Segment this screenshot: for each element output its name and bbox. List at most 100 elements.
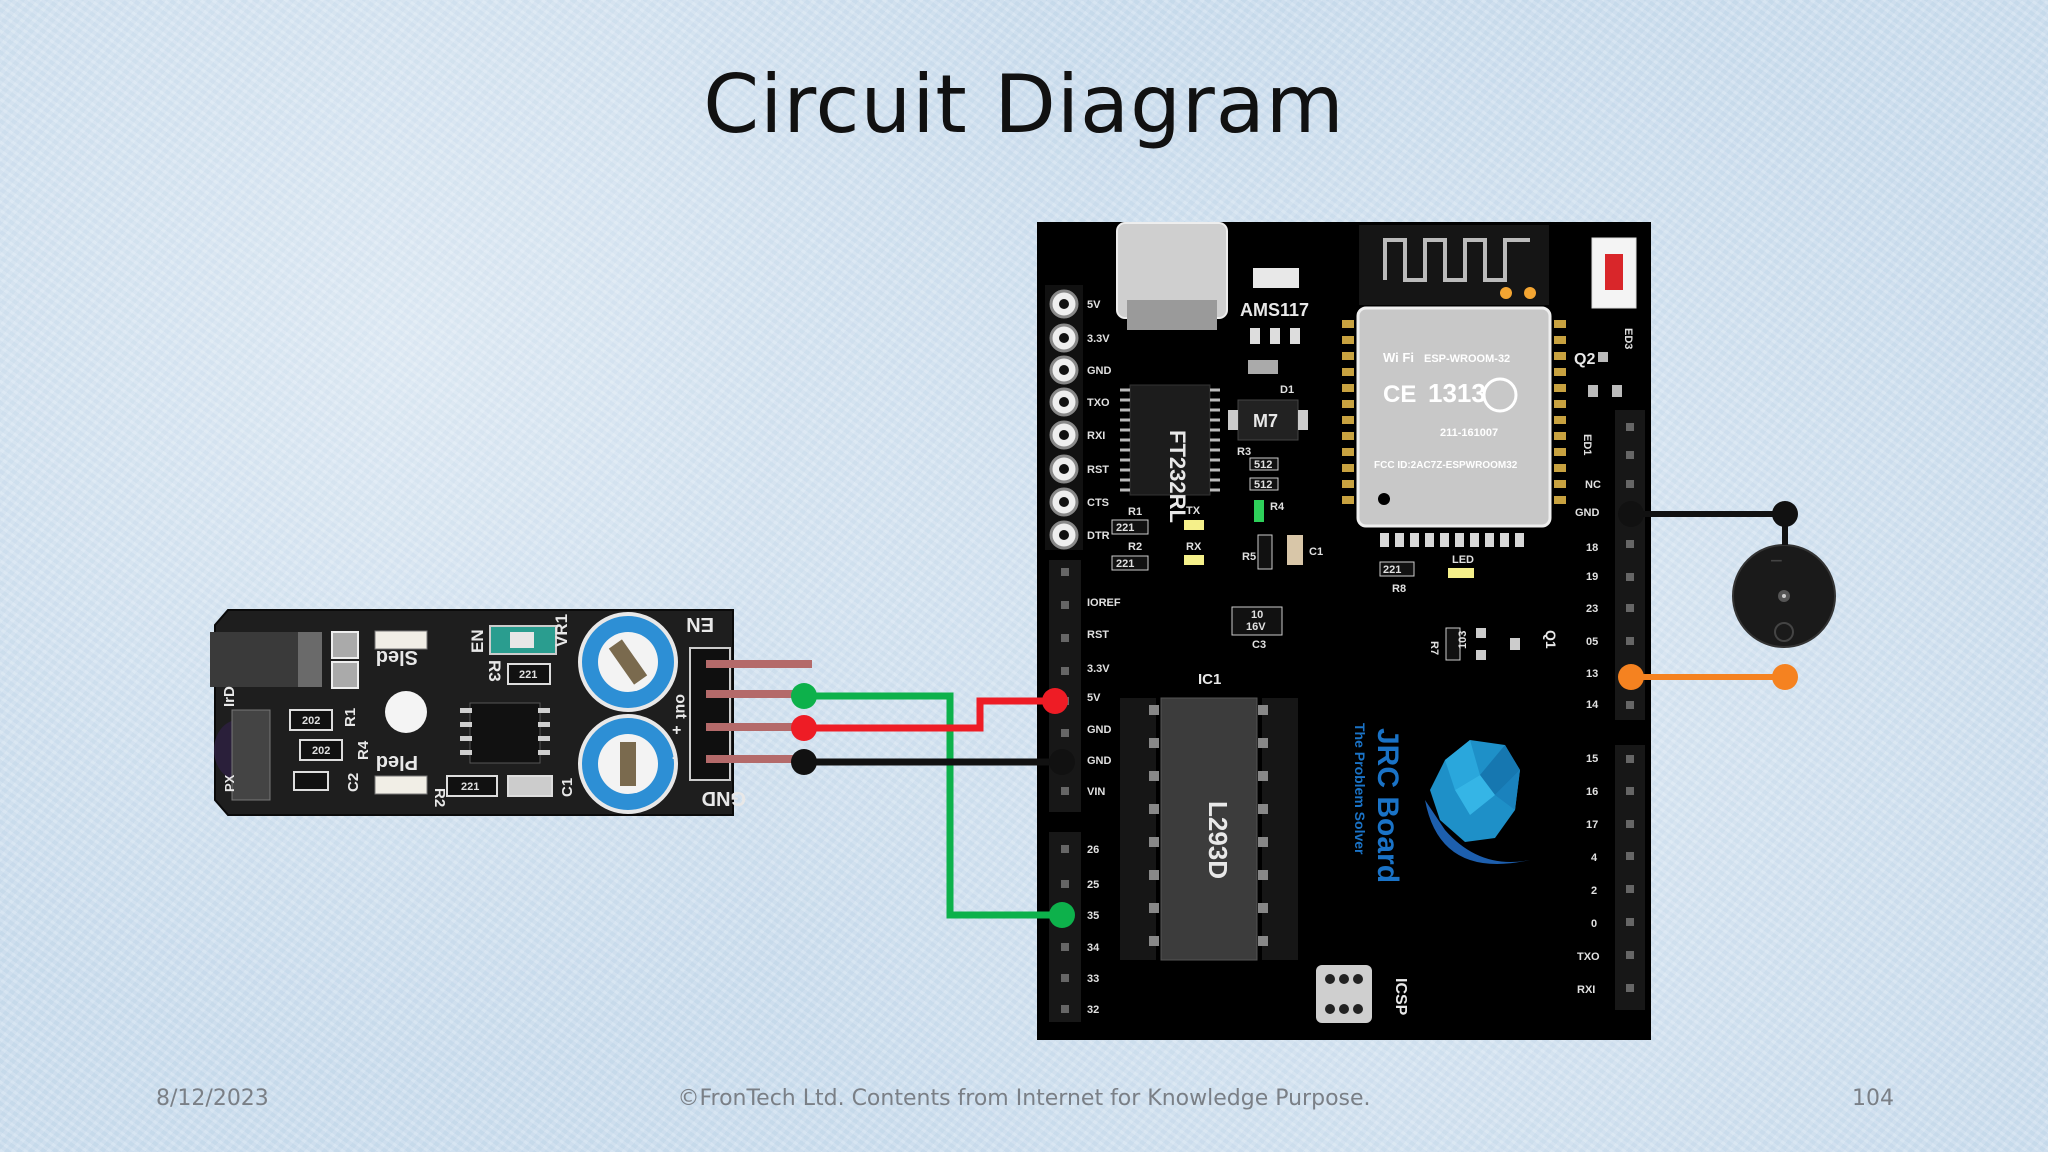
label-r3-board: R3: [1237, 446, 1251, 458]
label-35: 35: [1087, 910, 1099, 922]
buzzer-minus-mark: −: [1770, 548, 1783, 573]
label-cap-16v: 16V: [1246, 621, 1266, 633]
ir-label-c1: C1: [559, 778, 576, 797]
esp32-r-code: 211-161007: [1440, 427, 1498, 439]
d1-label: D1: [1280, 384, 1294, 396]
wire-end-black-ir: [791, 749, 817, 775]
label-19: 19: [1586, 571, 1598, 583]
buzzer: −: [1732, 544, 1836, 648]
comparator-ic: [469, 702, 541, 764]
jrc-board: AMS117 FT232RL M7 D1 Wi Fi ESP-WROOM-32 …: [1037, 222, 1651, 1040]
label-16: 16: [1586, 786, 1598, 798]
label-512b: 512: [1254, 479, 1272, 491]
label-rst: RST: [1087, 464, 1109, 476]
label-05: 05: [1586, 636, 1598, 648]
label-3v3-pwr: 3.3V: [1087, 663, 1110, 675]
label-17: 17: [1586, 819, 1598, 831]
esp32-module: [1356, 306, 1552, 528]
ir-res-202a: 202: [302, 715, 320, 727]
ir-pin-extra: [706, 755, 812, 763]
wire-end-red-board: [1042, 688, 1068, 714]
label-r7: R7: [1428, 641, 1440, 655]
label-cts: CTS: [1087, 497, 1109, 509]
footer-copyright: ©FronTech Ltd. Contents from Internet fo…: [677, 1086, 1371, 1111]
label-103: 103: [1457, 631, 1469, 649]
label-0: 0: [1591, 918, 1597, 930]
rx-led: [1184, 555, 1204, 565]
wire-end-orange-buzzer: [1772, 664, 1798, 690]
label-5v: 5V: [1087, 299, 1101, 311]
esp32-antenna: [1359, 225, 1549, 305]
label-r1-board: R1: [1128, 506, 1142, 518]
wire-end-orange-board: [1618, 664, 1644, 690]
ed3-label: ED3: [1622, 328, 1634, 349]
label-rxi-right: RXI: [1577, 984, 1595, 996]
wiring: [791, 501, 1798, 928]
regulator-tab: [1253, 268, 1299, 288]
label-5v-pwr: 5V: [1087, 692, 1101, 704]
label-c3: C3: [1252, 639, 1266, 651]
ir-label-r4: R4: [355, 740, 372, 760]
label-r2-board: R2: [1128, 541, 1142, 553]
slide-title: Circuit Diagram: [703, 58, 1345, 151]
ir-label-c2: C2: [345, 773, 362, 792]
label-221c: 221: [1383, 564, 1401, 576]
status-led: [1448, 568, 1474, 578]
page-number: 104: [1852, 1086, 1894, 1111]
label-rx: RX: [1186, 541, 1202, 553]
wire-end-buzzer-gnd: [1772, 501, 1798, 527]
capacitor-c3: [1231, 606, 1283, 636]
label-nc: NC: [1585, 479, 1601, 491]
label-tx: TX: [1186, 505, 1201, 517]
ed1-label: ED1: [1581, 434, 1593, 455]
label-txo: TXO: [1087, 397, 1110, 409]
q2-label: Q2: [1574, 351, 1595, 368]
label-15: 15: [1586, 753, 1598, 765]
wire-ir-vcc-to-5v: [804, 697, 1055, 732]
m7-diode: [1237, 399, 1299, 441]
label-cap-10: 10: [1251, 609, 1263, 621]
label-rst-pwr: RST: [1087, 629, 1109, 641]
label-221a: 221: [1116, 522, 1134, 534]
ft232-label: FT232RL: [1165, 430, 1190, 523]
sled-indicator: [374, 630, 428, 650]
label-4: 4: [1591, 852, 1598, 864]
wire-end-red-ir: [791, 715, 817, 741]
esp32-ce-number: 1313: [1428, 378, 1486, 408]
label-r4-board: R4: [1270, 501, 1285, 513]
mounting-hole: [385, 691, 427, 733]
ir-label-minus: -: [672, 749, 677, 766]
label-25: 25: [1087, 879, 1099, 891]
ir-label-en-side: EN: [468, 629, 487, 653]
ir-label-en: EN: [686, 613, 714, 635]
label-ioref: IOREF: [1087, 597, 1121, 609]
ir-label-r3: R3: [485, 660, 504, 682]
label-r5-board: R5: [1242, 551, 1256, 563]
ir-res-221b: 221: [461, 781, 479, 793]
label-14: 14: [1586, 699, 1599, 711]
crystal: [1287, 535, 1303, 565]
ir-label-sled: Sled: [376, 646, 418, 668]
wire-end-green-ir: [791, 683, 817, 709]
ir-pin-out: [706, 660, 812, 668]
label-gnd-right: GND: [1575, 507, 1600, 519]
esp32-model-label: ESP-WROOM-32: [1424, 353, 1510, 365]
label-dtr: DTR: [1087, 530, 1110, 542]
ir-label-pled: Pled: [376, 751, 418, 773]
label-32: 32: [1087, 1004, 1099, 1016]
label-rxi: RXI: [1087, 430, 1105, 442]
wire-ir-out-to-pin35: [804, 692, 1062, 919]
buzzer-plus-mark: [1774, 622, 1794, 642]
label-gnd: GND: [1087, 365, 1112, 377]
ir-sensor-module: EN GND out + - EN VR1 R3 Sled Pled R1 R4…: [210, 609, 812, 816]
label-gnd-pwr-1: GND: [1087, 724, 1112, 736]
l293d-label: L293D: [1203, 801, 1233, 879]
m7-label: M7: [1253, 411, 1278, 431]
label-q1: Q1: [1543, 630, 1559, 649]
label-26: 26: [1087, 844, 1099, 856]
power-led: [1254, 500, 1264, 522]
label-13: 13: [1586, 668, 1598, 680]
label-221b: 221: [1116, 558, 1134, 570]
ir-pin-gnd: [706, 723, 812, 731]
